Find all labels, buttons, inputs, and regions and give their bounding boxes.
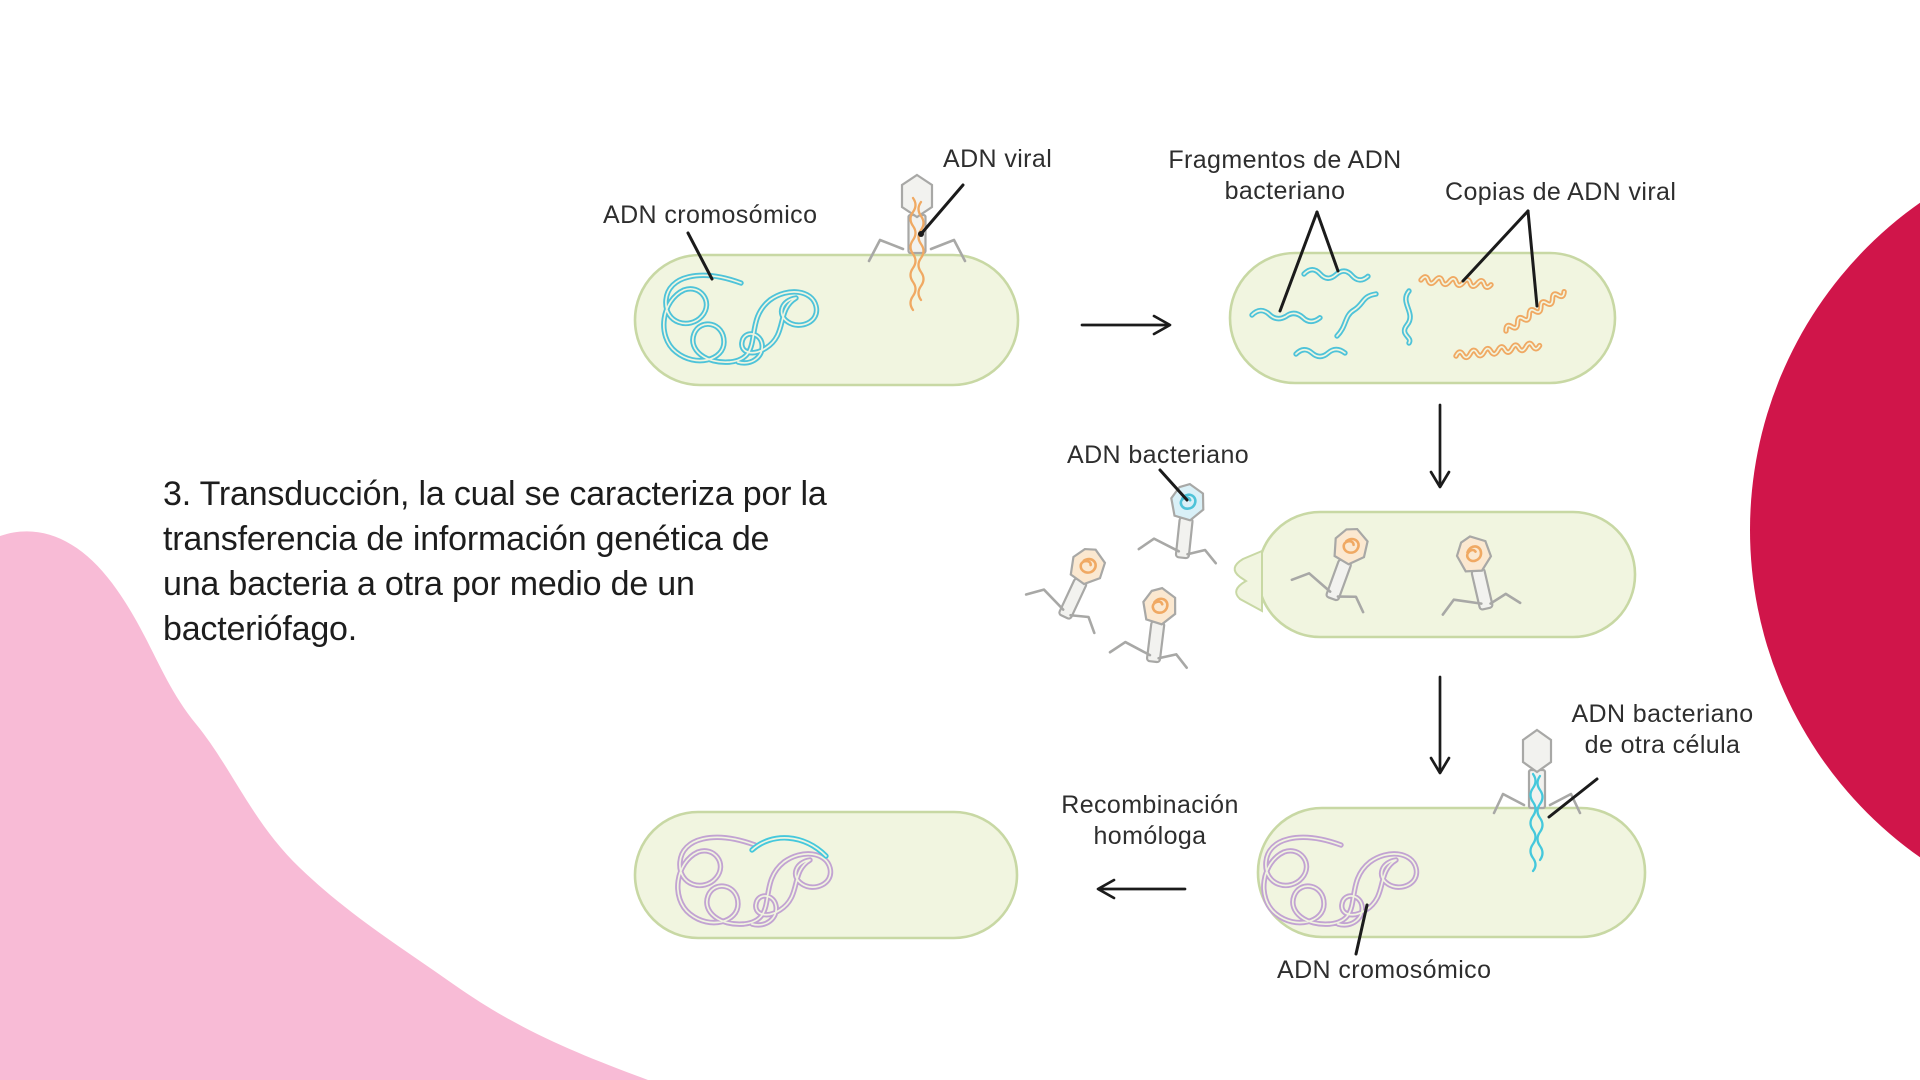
label-fragmentos-line2: bacteriano <box>1224 177 1346 205</box>
pointer-adn-cromosomico-bottom <box>1354 903 1369 956</box>
arrow-down-icon-1 <box>1429 403 1451 489</box>
label-copias-adn-viral: Copias de ADN viral <box>1445 178 1677 206</box>
description-text: 3. Transducción, la cual se caracteriza … <box>163 472 883 652</box>
pointer-adn-viral <box>918 183 965 237</box>
arrow-right-icon <box>1080 314 1172 336</box>
description-line: una bacteria a otra por medio de un <box>163 565 695 603</box>
bacteria-cell-5 <box>633 810 1019 940</box>
label-recombinacion: Recombinación homóloga <box>1045 790 1255 852</box>
arrow-left-icon <box>1096 878 1187 900</box>
pointer-otra-celula <box>1547 777 1599 819</box>
label-adn-bacteriano-otra-line2: de otra célula <box>1584 731 1741 759</box>
pointer-copias <box>1461 209 1539 308</box>
phage-icon-transducing <box>1492 728 1582 873</box>
label-adn-bacteriano-otra-line1: ADN bacteriano <box>1571 700 1754 728</box>
pink-blob <box>0 531 648 1080</box>
phage-icon-injecting <box>867 173 967 312</box>
label-adn-cromosomico-top: ADN cromosómico <box>603 201 818 229</box>
label-adn-cromosomico-bottom: ADN cromosómico <box>1277 956 1492 984</box>
label-adn-viral: ADN viral <box>943 145 1053 173</box>
label-recombinacion-line1: Recombinación <box>1061 791 1239 819</box>
red-blob <box>1750 202 1920 858</box>
phage-icon-orange-left <box>1022 541 1114 635</box>
pointer-adn-cromosomico-top <box>686 231 714 281</box>
label-fragmentos: Fragmentos de ADN bacteriano <box>1135 145 1435 207</box>
label-adn-bacteriano-otra: ADN bacteriano de otra célula <box>1545 699 1780 761</box>
bacteria-cell-4 <box>1256 806 1647 939</box>
description-line: bacteriófago. <box>163 610 357 648</box>
description-line: transferencia de información genética de <box>163 520 770 558</box>
bacteria-cell-1 <box>633 253 1020 387</box>
bacteria-cell-3 <box>1256 510 1637 639</box>
cell-3-lysis-notch <box>1233 549 1263 613</box>
pointer-adn-bacteriano <box>1158 468 1189 502</box>
phage-icon-orange-middle <box>1107 584 1194 670</box>
label-fragmentos-line1: Fragmentos de ADN <box>1168 146 1402 174</box>
arrow-down-icon-2 <box>1429 675 1451 775</box>
label-recombinacion-line2: homóloga <box>1093 822 1207 850</box>
label-adn-bacteriano: ADN bacteriano <box>1067 441 1250 469</box>
pointer-fragmentos <box>1278 210 1340 313</box>
description-line: 3. Transducción, la cual se caracteriza … <box>163 475 827 513</box>
